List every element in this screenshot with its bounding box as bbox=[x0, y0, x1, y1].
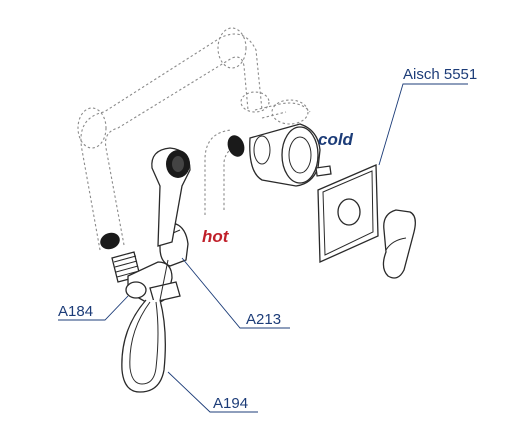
part-label-a194: A194 bbox=[213, 395, 248, 412]
hot-label: hot bbox=[202, 227, 230, 246]
hose-a194 bbox=[121, 259, 169, 393]
cold-label: cold bbox=[318, 130, 354, 149]
mixer-cartridge bbox=[249, 123, 332, 187]
cold-pipe-end-cap bbox=[227, 135, 245, 157]
leader-product bbox=[378, 83, 468, 166]
hot-pipe-end-cap bbox=[100, 232, 120, 250]
product-label: Aisch 5551 bbox=[403, 66, 477, 83]
part-label-a184: A184 bbox=[58, 303, 93, 320]
cover-plate bbox=[317, 164, 379, 263]
part-label-a213: A213 bbox=[246, 311, 281, 328]
lever-handle bbox=[382, 209, 416, 279]
leader-a184 bbox=[58, 295, 129, 321]
hand-shower bbox=[151, 147, 191, 247]
leader-a194 bbox=[167, 371, 258, 413]
hot-pipe-loop bbox=[77, 27, 311, 251]
cold-pipe bbox=[204, 99, 309, 215]
leader-a213 bbox=[181, 257, 290, 329]
